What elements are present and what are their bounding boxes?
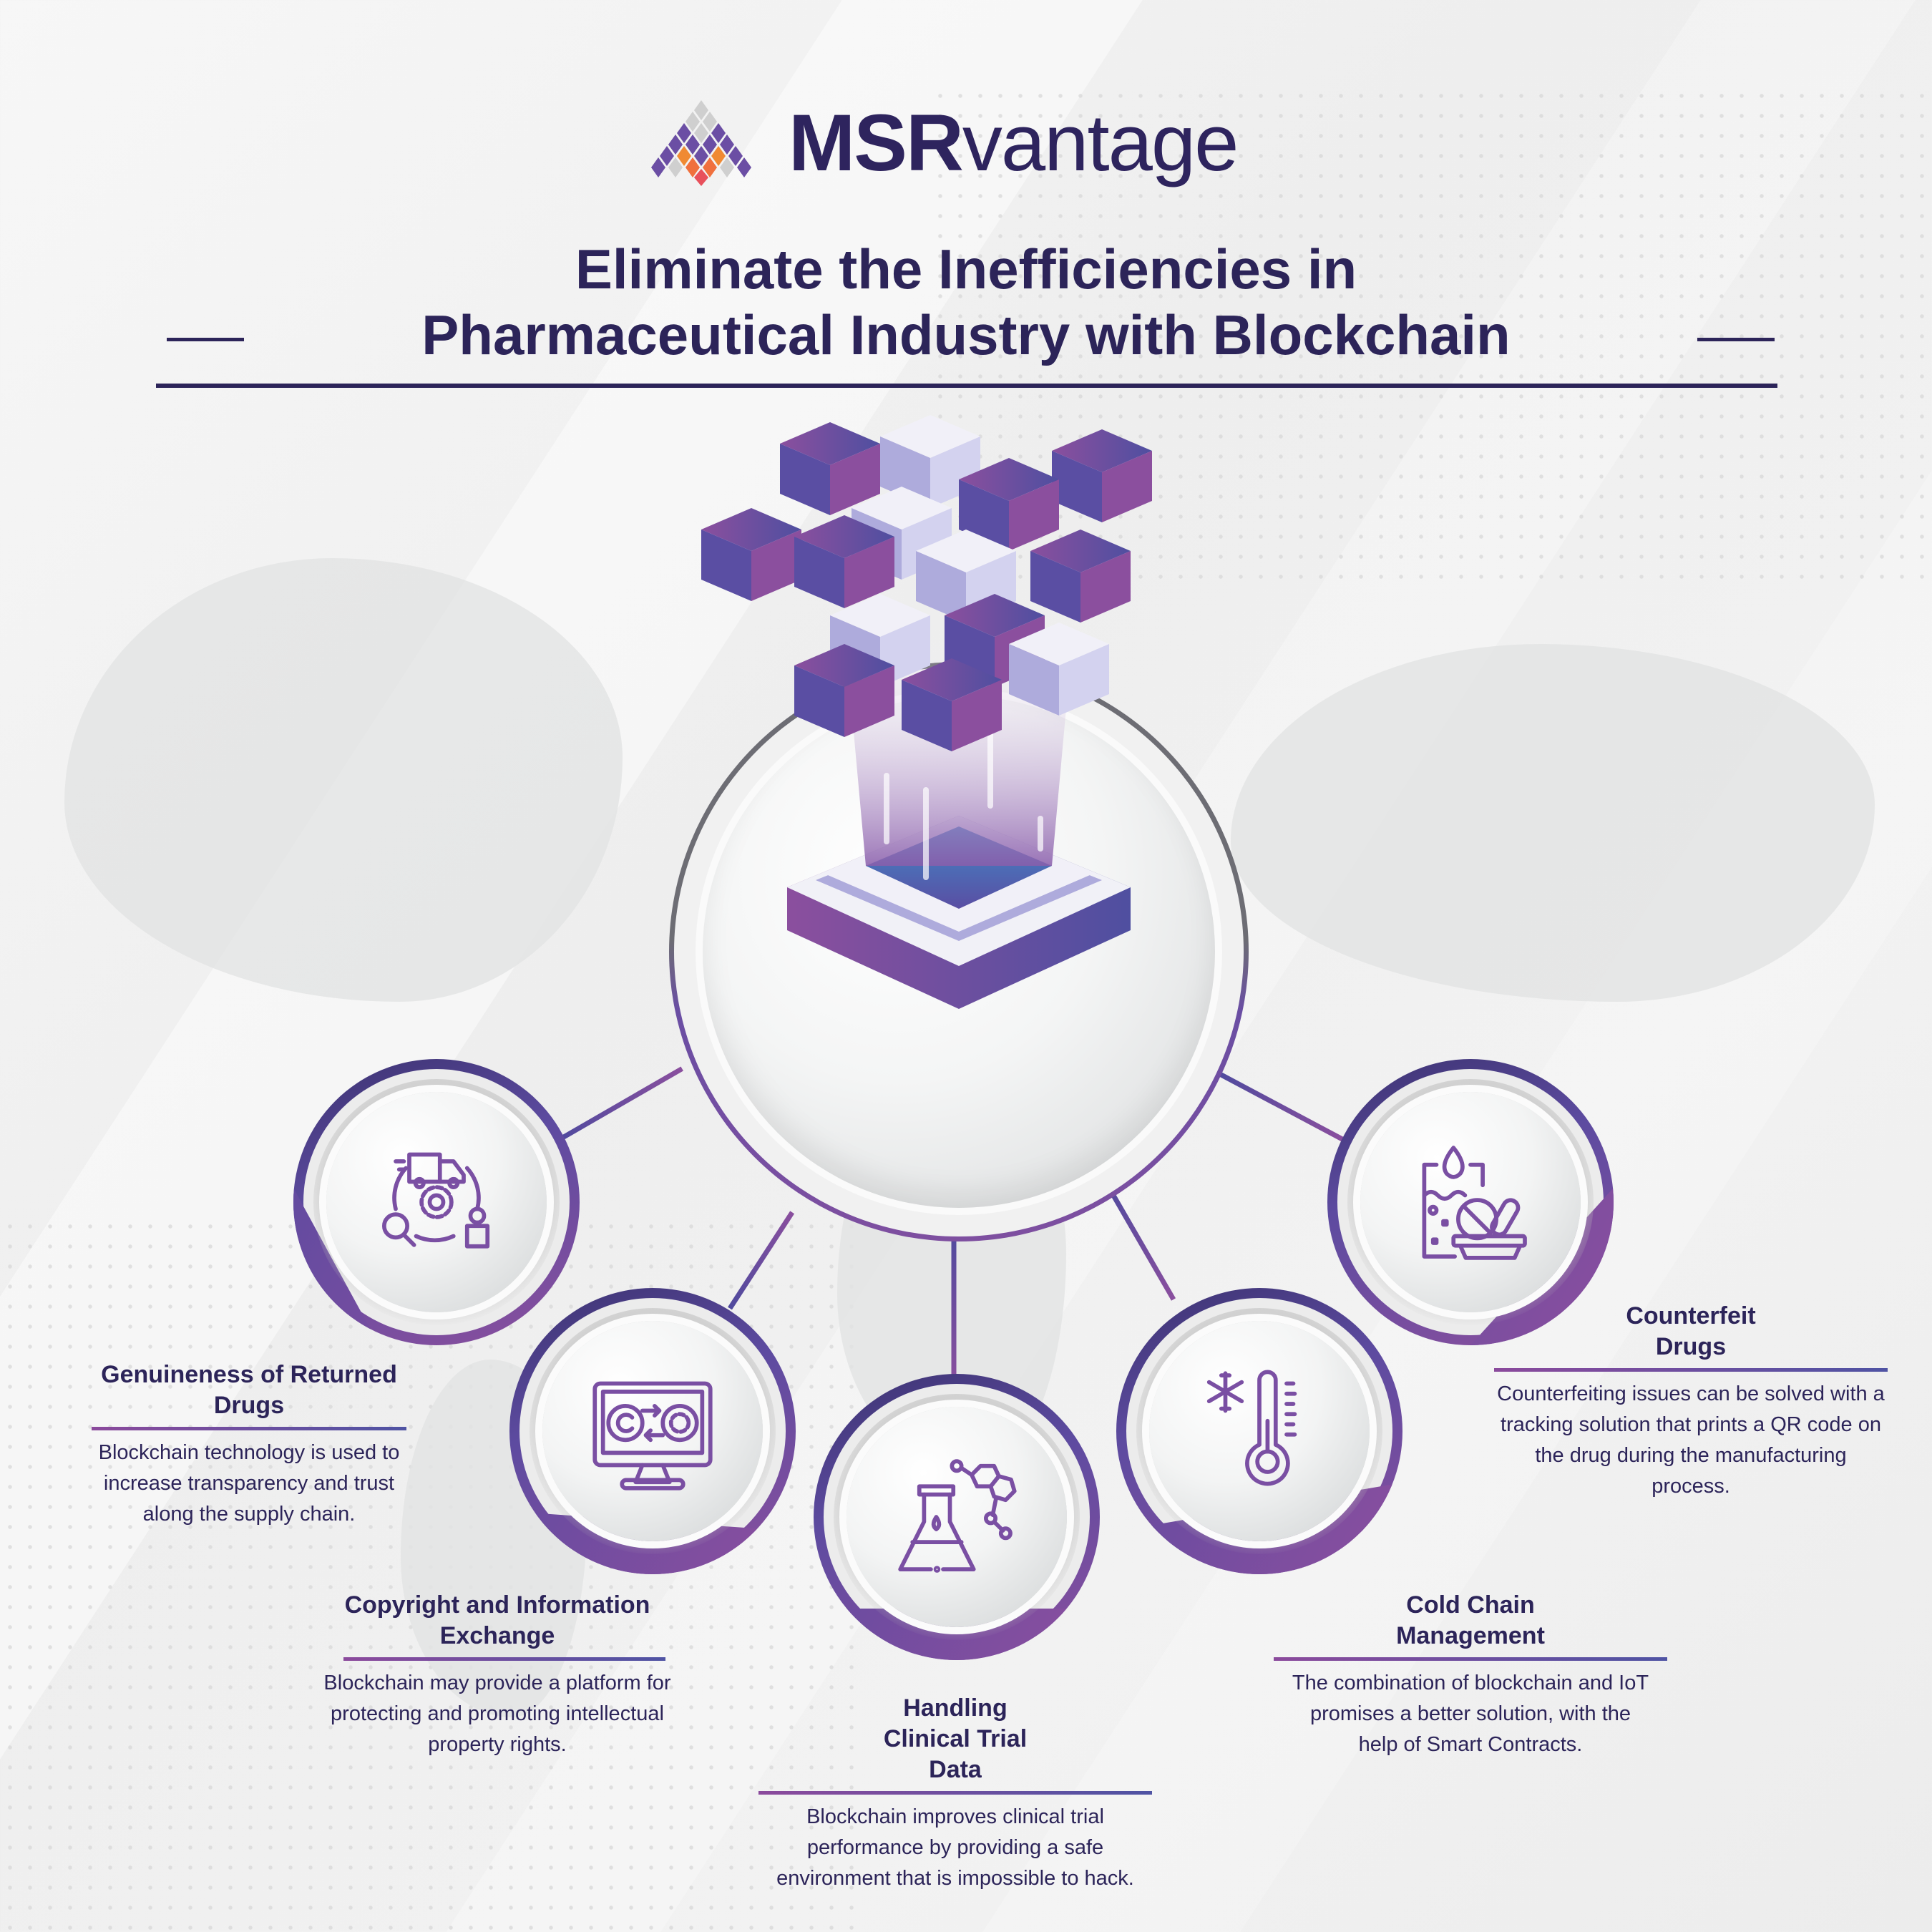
central-blockchain-circle (669, 662, 1249, 1241)
connector-line (1103, 1180, 1176, 1301)
node-cold-chain-management (1116, 1288, 1402, 1574)
item-clinical-trial-block: Handling Clinical Trial Data Blockchain … (758, 1693, 1152, 1894)
item-divider (92, 1427, 406, 1430)
item-title: Copyright and Information Exchange (344, 1591, 650, 1649)
title-line-1: Eliminate the Inefficiencies in (575, 238, 1357, 301)
blockchain-cubes-platform-icon (701, 415, 1152, 1009)
item-counterfeit-block: Counterfeit Drugs Counterfeiting issues … (1494, 1301, 1888, 1502)
monitor-exchange-icon (592, 1381, 713, 1491)
item-description: Blockchain improves clinical trial perfo… (776, 1805, 1134, 1890)
title-dash-right (1697, 338, 1775, 341)
item-divider (1274, 1657, 1667, 1661)
item-divider (1494, 1368, 1888, 1372)
thermometer-snowflake-icon (1206, 1370, 1297, 1486)
world-map-europe-asia (1231, 644, 1875, 1002)
node-disk (542, 1321, 763, 1541)
node-disk (1149, 1321, 1370, 1541)
connector-line (557, 1066, 683, 1143)
brand-wordmark: MSRvantage (789, 103, 1239, 183)
title-underline (156, 384, 1777, 388)
item-description: Blockchain may provide a platform for pr… (323, 1672, 671, 1756)
connector-line (951, 1226, 957, 1384)
item-title: Handling Clinical Trial Data (883, 1694, 1028, 1783)
world-map-north-america (64, 558, 623, 1002)
node-clinical-trial-data (814, 1374, 1100, 1660)
item-genuineness-block: Genuineness of Returned Drugs Blockchain… (92, 1360, 406, 1530)
flask-molecule-icon (898, 1459, 1017, 1573)
item-title: Counterfeit Drugs (1626, 1302, 1756, 1360)
node-disk (847, 1407, 1067, 1627)
node-copyright-information-exchange (509, 1288, 796, 1574)
connector-line (1215, 1070, 1345, 1142)
brand-name-light: vantage (962, 98, 1239, 187)
node-disk (326, 1092, 547, 1312)
brand-name-bold: MSR (789, 98, 964, 187)
item-divider (343, 1657, 665, 1661)
supply-chain-cycle-icon (382, 1152, 490, 1249)
medicine-pills-icon (1422, 1146, 1527, 1260)
page-title: Eliminate the Inefficiencies in Pharmace… (0, 236, 1932, 368)
item-title: Genuineness of Returned Drugs (101, 1361, 397, 1419)
node-counterfeit-drugs (1327, 1059, 1614, 1345)
node-disk (1360, 1092, 1581, 1312)
title-line-2: Pharmaceutical Industry with Blockchain (421, 303, 1511, 366)
title-dash-left (167, 338, 244, 341)
item-description: Blockchain technology is used to increas… (98, 1441, 400, 1526)
item-title: Cold Chain Management (1396, 1591, 1545, 1649)
brand-logo: MSRvantage (644, 97, 1239, 190)
item-divider (758, 1791, 1152, 1795)
item-description: Counterfeiting issues can be solved with… (1497, 1382, 1885, 1498)
item-cold-chain-block: Cold Chain Management The combination of… (1274, 1590, 1667, 1760)
item-copyright-block: Copyright and Information Exchange Block… (315, 1590, 680, 1760)
node-genuineness-returned-drugs (293, 1059, 580, 1345)
logo-diamond-mark-icon (651, 100, 751, 186)
item-description: The combination of blockchain and IoT pr… (1292, 1672, 1649, 1756)
